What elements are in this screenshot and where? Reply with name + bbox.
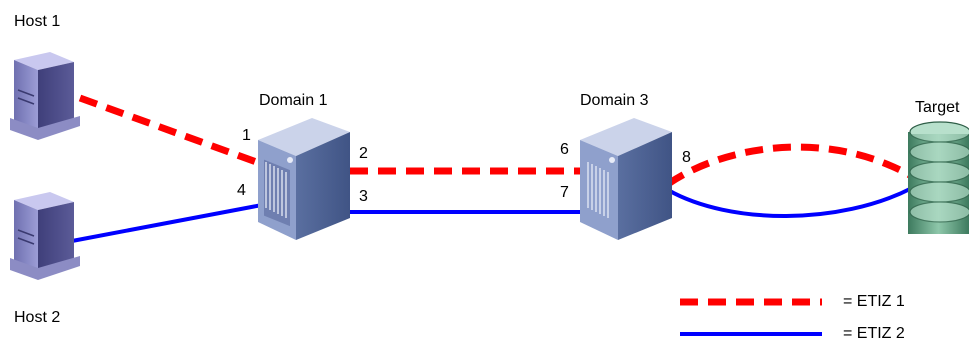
port-7-label: 7 xyxy=(560,184,569,201)
etiz1-links xyxy=(78,94,917,187)
link-host2-domain1 xyxy=(71,203,263,243)
port-3-label: 3 xyxy=(359,188,368,205)
port-8-label: 8 xyxy=(682,149,691,166)
domain1-switch-icon[interactable] xyxy=(258,118,350,240)
etiz2-links xyxy=(71,186,913,243)
legend-etiz1-label: = ETIZ 1 xyxy=(843,293,905,310)
domain3-switch-icon[interactable] xyxy=(580,118,672,240)
domain3-label: Domain 3 xyxy=(580,92,649,109)
host2-label: Host 2 xyxy=(14,309,61,326)
port-4-label: 4 xyxy=(237,182,246,199)
legend xyxy=(680,298,822,336)
link-domain3-target-red xyxy=(666,143,917,187)
host1-server-icon[interactable] xyxy=(10,52,80,140)
link-domain3-target-blue xyxy=(667,186,913,218)
host2-server-icon[interactable] xyxy=(10,192,80,280)
port-1-label: 1 xyxy=(242,127,251,144)
target-label: Target xyxy=(915,99,960,116)
domain1-label: Domain 1 xyxy=(259,92,328,109)
legend-etiz2-label: = ETIZ 2 xyxy=(843,325,905,342)
port-6-label: 6 xyxy=(560,141,569,158)
target-storage-icon[interactable] xyxy=(908,121,969,234)
link-host1-domain1 xyxy=(78,94,264,168)
host1-label: Host 1 xyxy=(14,13,61,30)
port-2-label: 2 xyxy=(359,145,368,162)
